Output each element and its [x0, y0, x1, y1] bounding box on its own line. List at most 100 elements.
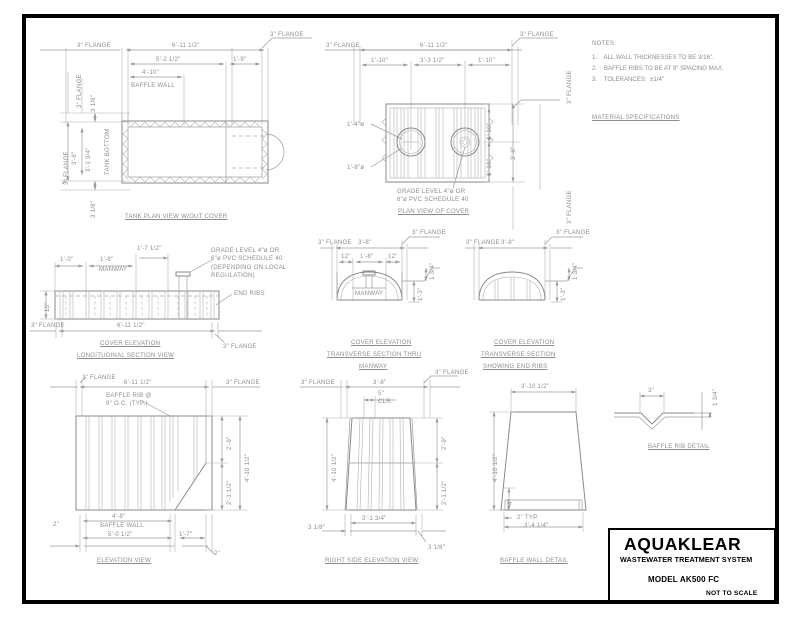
- baffle-wall-dim-typ: 2" TYP.: [517, 514, 539, 521]
- sheet-border-bottom: [22, 600, 779, 604]
- view-cover-longitudinal: [30, 254, 262, 343]
- cover-trans-manway-dim-12a: 12": [341, 253, 351, 260]
- cover-long-label-end-ribs: END RIBS: [234, 290, 265, 297]
- elevation-dim-baffle: 4'-8": [112, 513, 126, 520]
- cover-trans-ribs-flange-right: 3" FLANGE: [556, 229, 590, 236]
- cover-plan-dim-left: 1'-10": [371, 57, 389, 64]
- cover-trans-ribs-dim-v-b: 1'-3": [560, 287, 567, 301]
- elevation-dim-v-bottom: 2'-1 1/2": [226, 480, 233, 505]
- notes-item-1: 1. ALL WALL THICKNESSES TO BE 3/16".: [592, 54, 714, 61]
- cover-long-dim-height: 15": [44, 302, 51, 312]
- right-side-flange-right: 3" FLANGE: [435, 369, 469, 376]
- cover-trans-manway-flange-right: 3" FLANGE: [412, 229, 446, 236]
- cover-long-dim-3: 1'-7 1/2": [137, 245, 162, 252]
- view-cover-transverse-manway: [320, 236, 440, 303]
- cover-trans-manway-dim-12b: 12": [388, 253, 398, 260]
- view-baffle-wall-detail: [489, 388, 587, 532]
- elevation-dim-2a: 2": [53, 521, 60, 528]
- elevation-label-baffle-wall: BAFFLE WALL: [100, 522, 144, 529]
- cover-long-title-2: LONGITUDINAL SECTION VIEW: [77, 352, 175, 359]
- cover-plan-flange-top-right: 3" FLANGE: [520, 31, 554, 38]
- cover-plan-dim-v-top: 1'-10": [486, 122, 493, 140]
- baffle-rib-dim-v-a: 1 3/4": [712, 388, 719, 406]
- title-block-scale: NOT TO SCALE: [706, 590, 758, 597]
- cover-trans-manway-title-3: MANWAY: [359, 363, 388, 370]
- tank-plan-dim-baffle: 4'-10": [142, 69, 160, 76]
- tank-plan-flange-top-right: 3" FLANGE: [270, 31, 304, 38]
- elevation-dim-overall: 6'-11 1/2": [124, 379, 152, 386]
- notes-heading: NOTES:: [592, 40, 617, 47]
- cover-long-dim-1: 1'-0": [60, 256, 74, 263]
- baffle-wall-dim-bottom: 3'-4 1/4": [524, 522, 549, 529]
- tank-plan-flange-left-top: 3" FLANGE: [76, 74, 83, 108]
- cover-plan-flange-right-top: 3" FLANGE: [566, 70, 573, 104]
- cover-long-dim-bottom: 6'-11 1/2": [117, 322, 145, 329]
- cover-plan-flange-top-left: 3" FLANGE: [326, 42, 360, 49]
- baffle-wall-dim-top: 3'-10 1/2": [521, 383, 550, 390]
- cover-long-flange-left: 3" FLANGE: [31, 322, 65, 329]
- tank-plan-dim-v-outer: 3'-8": [71, 151, 78, 165]
- view-cover-transverse-end-ribs: [465, 236, 583, 303]
- title-block-subtitle: WASTEWATER TREATMENT SYSTEM: [620, 555, 753, 564]
- cover-trans-ribs-title-3: SHOWING END RIBS: [483, 363, 548, 370]
- right-side-dim-overall: 3'-8": [373, 379, 387, 386]
- cover-trans-manway-dim-v-a: 1 3/4": [429, 262, 436, 280]
- material-specifications-heading: MATERIAL SPECIFICATIONS: [592, 114, 680, 121]
- baffle-rib-dim-3: 3": [648, 387, 655, 394]
- right-side-dim-clr: 5" CLR.: [378, 390, 393, 405]
- baffle-wall-title: BAFFLE WALL DETAIL: [500, 557, 568, 564]
- cover-plan-lead-8dia: 1'-8"ø: [347, 164, 365, 171]
- cover-trans-ribs-flange-left: 3" FLANGE: [466, 239, 500, 246]
- cover-plan-dim-right: 1'-10": [478, 57, 496, 64]
- title-block-model: MODEL AK500 FC: [648, 575, 720, 584]
- cover-plan-dim-v-total: 3'-8": [510, 146, 517, 160]
- tank-plan-label-baffle-wall: BAFFLE WALL: [131, 82, 175, 89]
- elevation-dim-inner: 5'-0 1/2": [108, 531, 133, 538]
- sheet-border-top: [22, 14, 779, 18]
- right-side-dim-left: 3 1/8": [308, 524, 326, 531]
- cover-trans-manway-label-manway: MANWAY: [355, 290, 384, 297]
- notes-item-2: 2. BAFFLE RIBS TO BE AT 9" SPACING MAX.: [592, 65, 724, 72]
- sheet-border-left: [22, 14, 26, 604]
- tank-plan-flange-top-left: 3" FLANGE: [77, 42, 111, 49]
- elevation-label-baffle-rib: BAFFLE RIB @ 9" O.C. (TYP.): [106, 392, 152, 408]
- title-block-brand: AQUAKLEAR: [624, 534, 742, 554]
- cover-trans-ribs-title-2: TRANSVERSE SECTION: [481, 351, 556, 358]
- cover-plan-note-grade: GRADE LEVEL 4"ø OR 6"ø PVC SCHEDULE 40: [397, 188, 469, 204]
- tank-plan-dim-v-tank: 3'-1 3/4": [85, 147, 92, 172]
- cover-plan-dim-v-bottom: 1'-10": [486, 158, 493, 176]
- tank-plan-dim-v-top: 3 1/8": [90, 94, 97, 112]
- notes-item-3: 3. TOLERANCES: ±1/4": [592, 76, 665, 83]
- tank-plan-title: TANK PLAN VIEW W/OUT COVER: [125, 213, 228, 220]
- cover-trans-manway-flange-left: 3" FLANGE: [318, 239, 352, 246]
- tank-plan-dim-v-bottom: 3 1/8": [90, 200, 97, 218]
- tank-plan-dim-inner: 5'-2 1/2": [156, 56, 181, 63]
- right-side-dim-mid: 3'-1 3/4": [362, 515, 387, 522]
- baffle-wall-dim-v-4: 4": [507, 498, 514, 505]
- tank-plan-label-tank-bottom: TANK BOTTOM: [104, 128, 111, 175]
- tank-plan-dim-right: 1'-9": [233, 56, 247, 63]
- view-cover-plan: [325, 37, 560, 230]
- elevation-title: ELEVATION VIEW: [97, 557, 152, 564]
- tank-plan-dim-overall: 6'-11 1/2": [172, 42, 200, 49]
- cover-long-title-1: COVER ELEVATION: [100, 340, 161, 347]
- cover-trans-ribs-dim-overall: 3'-8": [501, 239, 515, 246]
- cover-long-note-grade: GRADE LEVEL 4"ø OR 6"ø PVC SCHEDULE 40 (…: [211, 247, 287, 280]
- cover-trans-manway-title-2: TRANSVERSE SECTION THRU: [327, 351, 422, 358]
- baffle-wall-dim-v-total: 4'-10 1/2": [492, 453, 499, 482]
- right-side-dim-v-bottom: 2'-1 1/2": [441, 480, 448, 505]
- elevation-flange-left: 3" FLANGE: [82, 374, 116, 381]
- title-block: AQUAKLEAR WASTEWATER TREATMENT SYSTEM MO…: [608, 528, 776, 602]
- right-side-title: RIGHT SIDE ELEVATION VIEW: [325, 557, 419, 564]
- elevation-dim-v-top: 2'-9": [226, 436, 233, 450]
- cover-trans-ribs-title-1: COVER ELEVATION: [494, 339, 555, 346]
- elevation-dim-right: 1'-7": [179, 531, 193, 538]
- right-side-dim-v-total: 4'-10 1/2": [331, 453, 338, 482]
- view-tank-plan: [40, 37, 312, 191]
- right-side-dim-right: 3 1/8": [428, 544, 446, 551]
- baffle-rib-title: BAFFLE RIB DETAIL: [648, 443, 710, 450]
- right-side-flange-left: 3" FLANGE: [301, 379, 335, 386]
- elevation-dim-v-total: 4'-10 1/2": [244, 453, 251, 482]
